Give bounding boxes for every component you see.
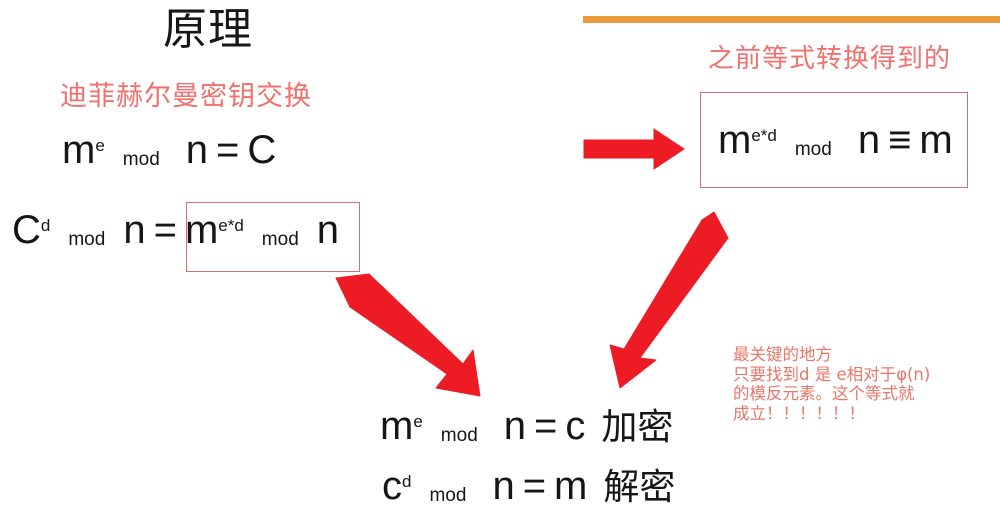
formula-modulus-n: n xyxy=(857,118,881,162)
heading-diffie-hellman: 迪菲赫尔曼密钥交换 xyxy=(60,81,312,112)
annotation-key-point: 最关键的地方 只要找到d 是 e相对于φ(n) 的模反元素。这个等式就 成立！！… xyxy=(733,345,931,423)
formula-equals: = xyxy=(534,404,558,448)
label-decryption: 解密 xyxy=(603,467,676,508)
highlight-box-left xyxy=(186,202,360,272)
formula-result-m: m xyxy=(919,118,953,162)
formula-encryption-final: memod n=c 加密 xyxy=(380,398,673,450)
formula-exponent-ed: e*d xyxy=(751,125,777,145)
formula-modulus-n: n xyxy=(503,404,527,448)
highlight-box-right xyxy=(700,92,968,188)
formula-result-c: c xyxy=(565,404,586,448)
formula-base-m: m xyxy=(380,404,414,448)
formula-modulus-n: n xyxy=(185,128,209,172)
formula-decryption-final: cdmod n=m 解密 xyxy=(382,458,675,510)
formula-modulus-n: n xyxy=(123,208,146,252)
formula-exponent-e: e xyxy=(95,135,105,155)
formula-mod-operator: mod xyxy=(122,149,160,170)
formula-mod-operator: mod xyxy=(794,139,832,160)
formula-modulus-n: n xyxy=(316,208,340,252)
formula-encrypt-generic: memod n=C xyxy=(62,128,276,173)
formula-mod-operator: mod xyxy=(440,425,478,446)
arrow-down-left-icon xyxy=(609,211,729,389)
arrow-down-right-icon xyxy=(335,273,481,397)
formula-mod-operator: mod xyxy=(68,229,106,250)
formula-equals: = xyxy=(216,128,240,172)
formula-base-m: m xyxy=(184,208,219,252)
formula-mod-operator: mod xyxy=(261,229,299,250)
formula-exponent-e: e xyxy=(413,411,423,431)
formula-base-m: m xyxy=(62,128,96,172)
page-title: 原理 xyxy=(163,4,253,55)
formula-mod-operator: mod xyxy=(429,485,467,506)
formula-congruent-sign: ≡ xyxy=(888,118,912,162)
formula-modulus-n: n xyxy=(492,464,515,508)
formula-base-C: C xyxy=(12,208,41,252)
arrow-right-icon xyxy=(583,128,685,170)
formula-exponent-d: d xyxy=(402,471,412,491)
formula-result-m: m xyxy=(554,464,588,508)
formula-exponent-d: d xyxy=(40,215,51,235)
formula-equals: = xyxy=(153,208,177,252)
formula-base-c: c xyxy=(382,464,402,508)
heading-previous-derivation: 之前等式转换得到的 xyxy=(708,44,952,74)
formula-base-m: m xyxy=(718,118,752,162)
formula-result-C: C xyxy=(247,128,277,172)
orange-accent-bar xyxy=(583,16,1000,23)
label-encryption: 加密 xyxy=(601,407,674,448)
formula-equals: = xyxy=(522,464,547,508)
formula-exponent-ed: e*d xyxy=(218,215,244,235)
